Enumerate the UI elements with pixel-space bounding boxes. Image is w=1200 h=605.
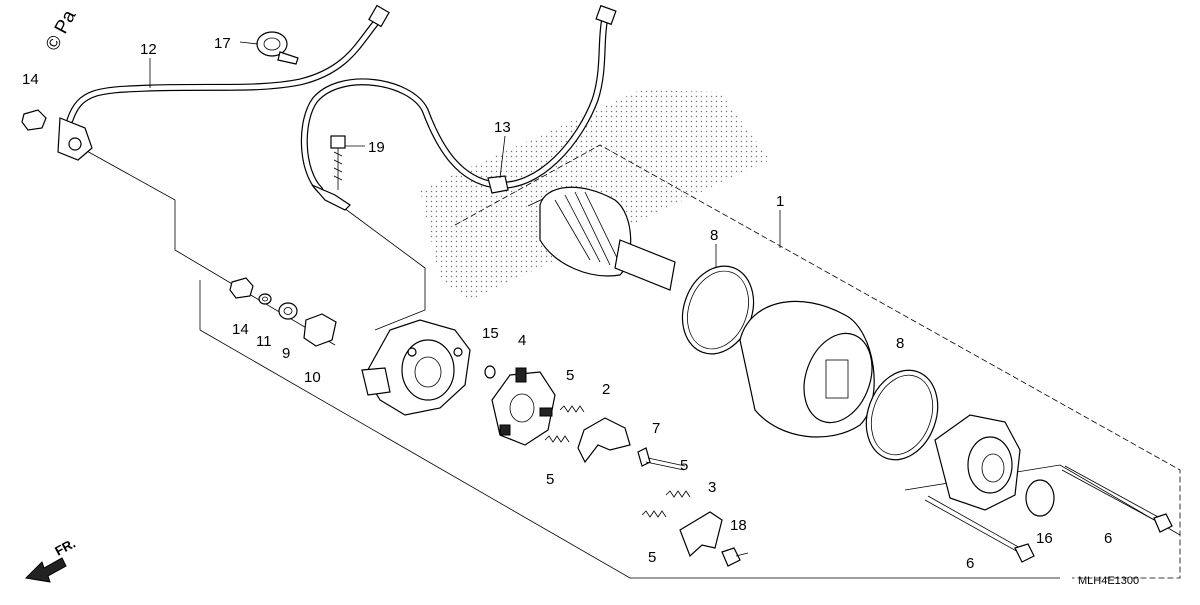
callout-14-bottom: 14 [232,321,249,338]
brush-springs [544,405,691,518]
callout-5a: 5 [566,367,574,384]
callout-17: 15 [482,325,499,342]
leader-19 [339,204,426,331]
drawing-code: MLH4E1300 [1078,575,1139,587]
nut-14-top [21,109,47,131]
callout-8-upper: 8 [710,227,718,244]
callout-12: 12 [140,41,157,58]
brush-3 [679,511,723,558]
callout-5b: 5 [546,471,554,488]
starter-cable [57,4,390,161]
callout-11: 11 [256,333,272,350]
leader-14-top [84,149,336,346]
callout-9: 9 [282,345,290,362]
terminal-bolt-7 [637,447,686,471]
callout-4: 4 [518,332,526,349]
direction-label: FR. [52,536,78,559]
callout-14-top: 14 [22,71,39,88]
leader-15 [239,41,259,45]
terminal-hardware [229,277,337,347]
callout-16: 16 [1036,530,1053,547]
callout-5c: 5 [680,457,688,474]
armature [527,186,676,291]
through-bolts [924,465,1173,563]
o-ring-16 [1025,479,1055,517]
yoke [739,300,875,438]
callout-5d: 5 [648,549,656,566]
brush-holder-4 [491,367,556,446]
callout-18: 18 [730,517,747,534]
front-cover [361,319,471,416]
copyright-watermark: © Pa [42,7,81,55]
arrow-icon [24,557,67,583]
callout-1: 1 [776,193,784,210]
leader-13 [499,135,506,179]
callout-6-right: 6 [1104,530,1112,547]
motor-cable [300,4,617,211]
assembly-frame-2 [199,329,1060,579]
callout-8-lower: 8 [896,335,904,352]
callout-19: 19 [368,139,385,156]
cable-clamp-15 [256,31,299,65]
callout-3: 3 [708,479,716,496]
bolt-18 [721,547,749,567]
callout-15: 17 [214,35,231,52]
o-ring-8-lower [865,369,939,461]
assembly-frame-1 [454,144,1181,579]
o-ring-8-upper [681,265,755,355]
callout-labels: 12 17 14 19 13 1 8 8 14 11 9 10 15 4 5 2… [22,35,1112,572]
front-direction-indicator: FR. [24,536,78,583]
callout-13: 13 [494,119,511,136]
callout-10: 10 [304,369,321,386]
rear-cover [934,414,1021,511]
callout-7: 7 [652,420,660,437]
o-ring-17 [484,365,496,379]
callout-2: 2 [602,381,610,398]
bolt-19 [330,135,346,190]
callout-6-left: 6 [966,555,974,572]
brush-2 [577,417,631,464]
